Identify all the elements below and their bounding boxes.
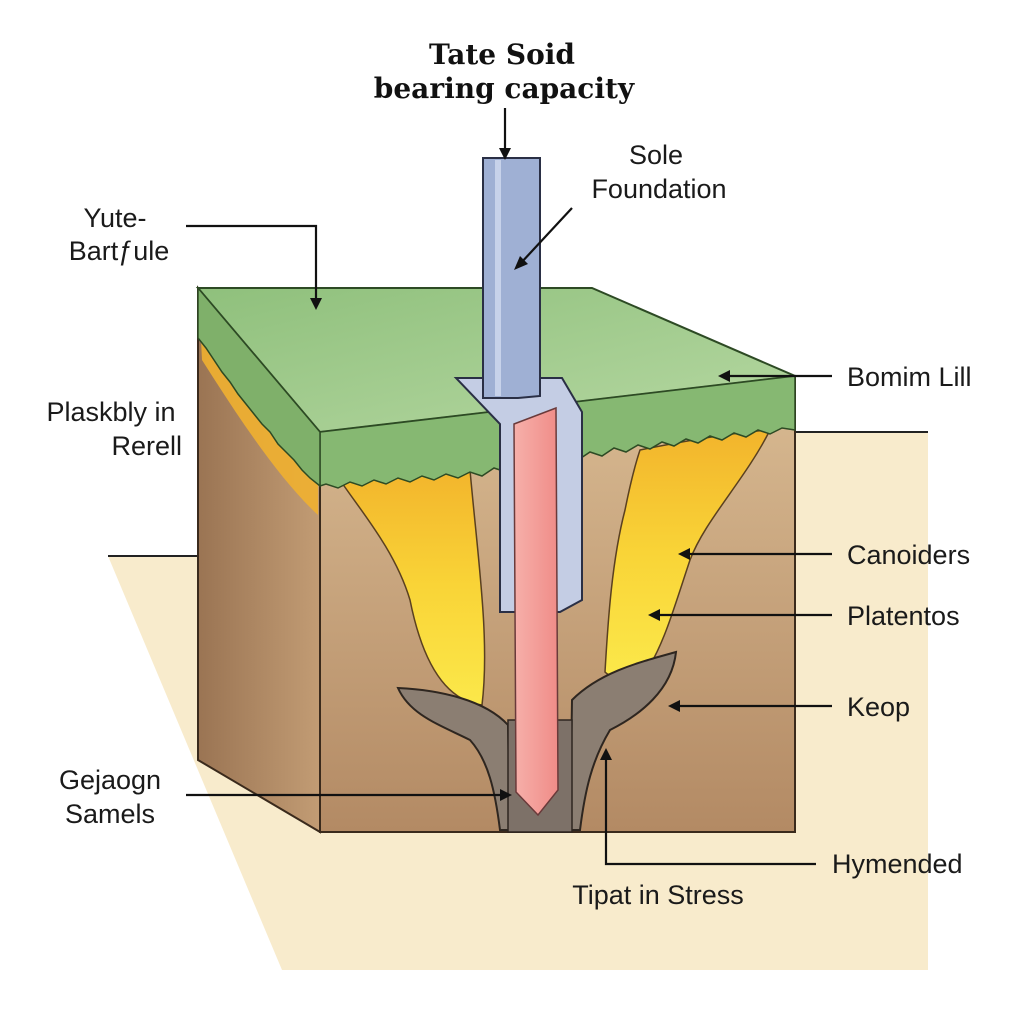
pile-upper-column <box>482 157 541 399</box>
arrow-canoiders <box>678 548 690 560</box>
label-canoiders: Canoiders <box>847 540 970 570</box>
arrow-gejaogn <box>500 789 512 801</box>
bearing-bulb-right <box>568 650 678 831</box>
arrow-title <box>499 148 511 160</box>
grass-edge-side <box>197 285 321 488</box>
leader-yute <box>186 224 318 306</box>
label-sole-line-2: Foundation <box>591 174 726 204</box>
label-gejaogn-line-1: Gejaogn <box>59 765 161 795</box>
ground-plane <box>108 432 928 970</box>
arrow-keop <box>668 700 680 712</box>
label-plaskbly-line-1: Plaskbly in <box>46 397 175 427</box>
arrow-yute <box>310 298 322 310</box>
leader-hymended <box>604 756 816 866</box>
label-tipat-stress: Tipat in Stress <box>572 880 744 910</box>
pile-lower <box>513 406 559 817</box>
label-yute-line-1: Yute- <box>83 203 146 233</box>
label-gejaogn-line-2: Samels <box>65 799 155 829</box>
label-yute-line-2: Bartƒule <box>69 236 170 266</box>
bearing-bulb-left <box>396 686 512 831</box>
arrow-bomim <box>718 370 730 382</box>
arrow-platentos <box>648 609 660 621</box>
title-line-2: bearing capacity <box>374 72 635 105</box>
leader-lines <box>186 108 832 866</box>
leader-sole-foundation <box>519 207 573 265</box>
label-keop: Keop <box>847 692 910 722</box>
arrow-sole-foundation <box>514 256 528 270</box>
label-plaskbly-line-2: Rerell <box>111 431 182 461</box>
label-sole-line-1: Sole <box>629 140 683 170</box>
title-line-1: Tate Soid <box>429 38 575 71</box>
arrow-hymended <box>600 748 612 760</box>
label-bomim-lill: Bomim Lill <box>847 362 972 392</box>
label-platentos: Platentos <box>847 601 960 631</box>
label-hymended: Hymended <box>832 849 963 879</box>
